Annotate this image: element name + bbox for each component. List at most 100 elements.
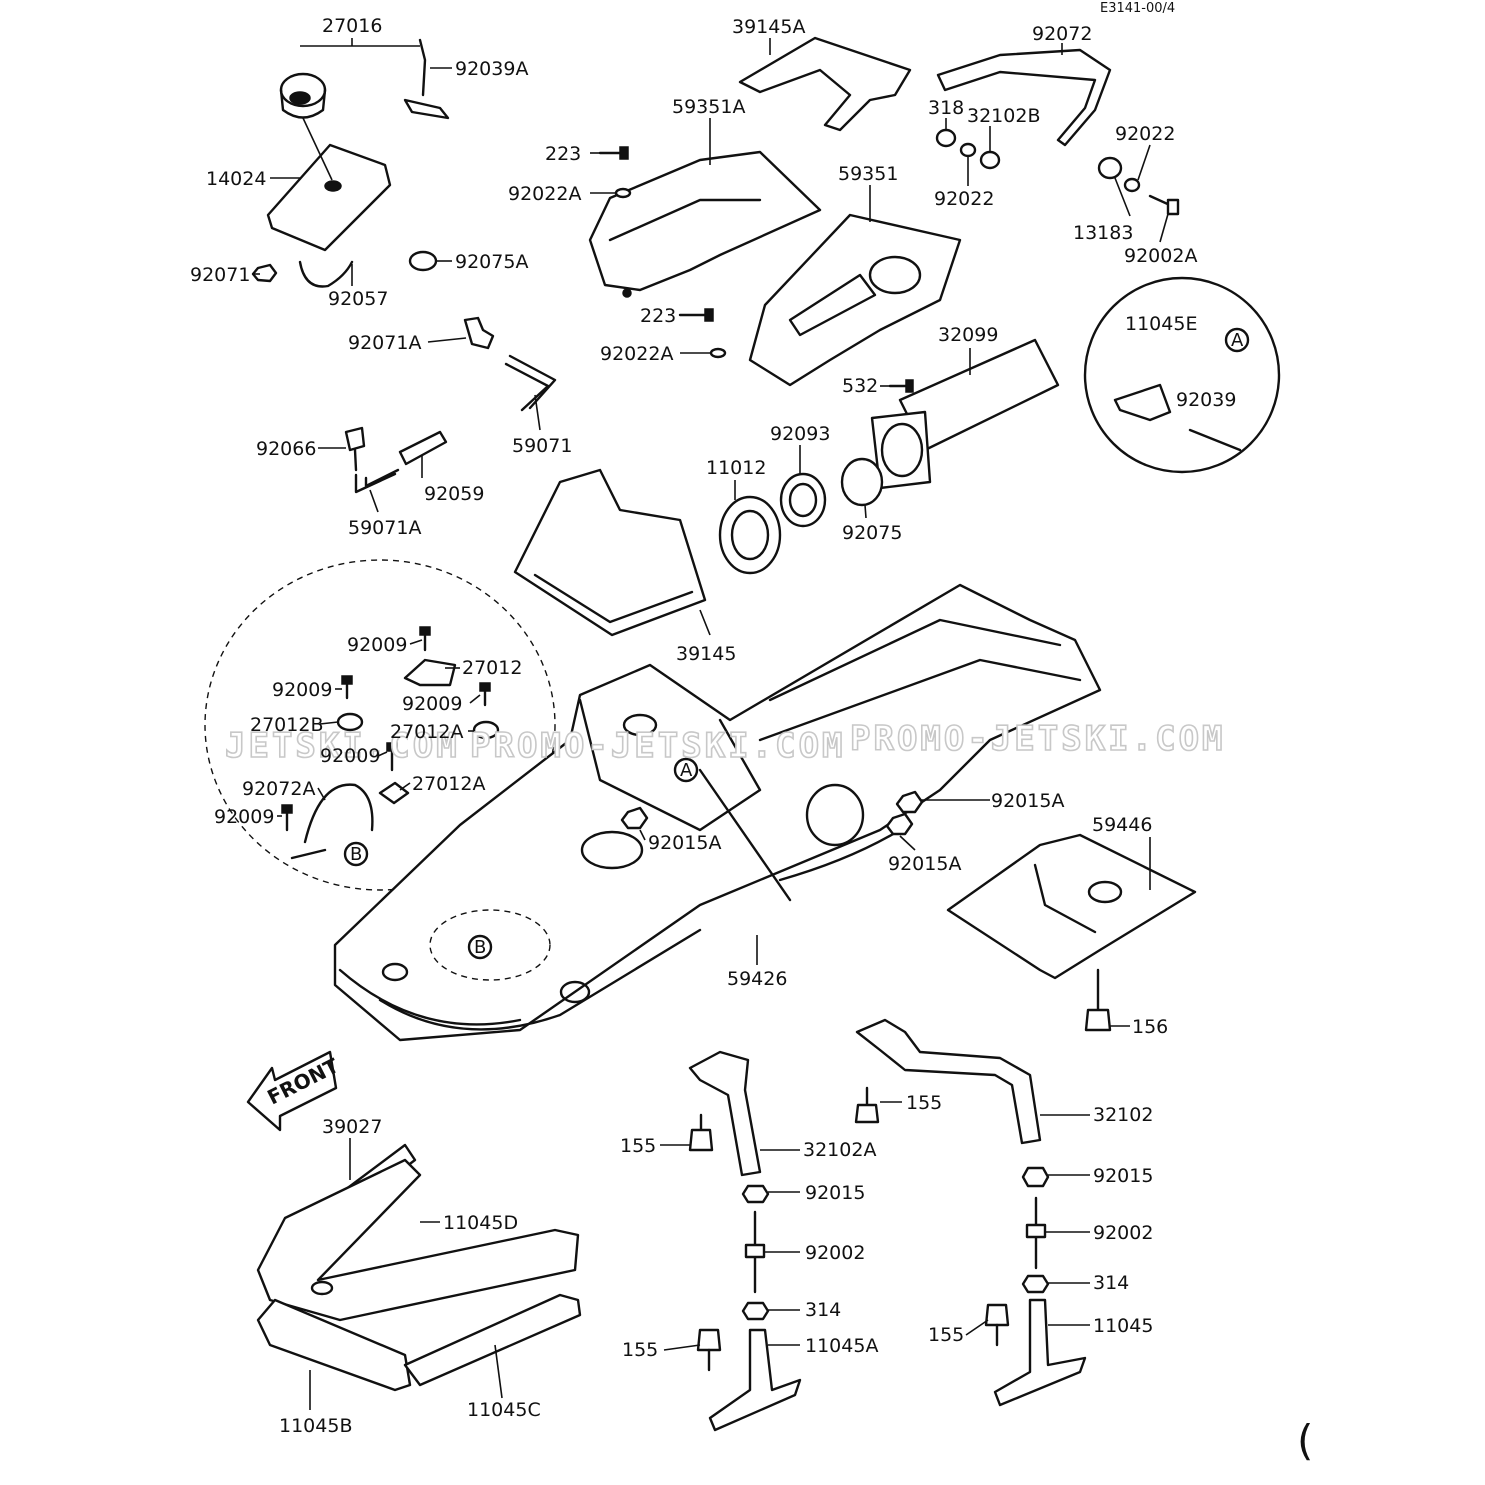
- label-92066: 92066: [256, 438, 316, 460]
- part-223-screw-b: [678, 308, 714, 322]
- label-314-b: 314: [1093, 1272, 1129, 1294]
- label-92039A: 92039A: [455, 58, 528, 80]
- part-92072A-strap: [290, 783, 374, 860]
- label-92015-a: 92015: [805, 1182, 865, 1204]
- part-59446-plate: [946, 833, 1197, 980]
- watermark-jetski: JETSKI.COM: [225, 726, 460, 766]
- label-39145A: 39145A: [732, 16, 805, 38]
- label-59351: 59351: [838, 163, 898, 185]
- label-92009-a: 92009: [347, 634, 407, 656]
- detail-a-circle: [1083, 276, 1281, 474]
- label-39145: 39145: [676, 643, 736, 665]
- label-92093: 92093: [770, 423, 830, 445]
- label-92015A-b: 92015A: [648, 832, 721, 854]
- part-11045-leg: [993, 1298, 1087, 1407]
- part-11012-grille: [718, 495, 782, 575]
- part-92093-ring: [779, 472, 827, 528]
- label-92002A: 92002A: [1124, 245, 1197, 267]
- label-39027: 39027: [322, 1116, 382, 1138]
- label-11045C: 11045C: [467, 1399, 541, 1421]
- part-32102-bar: [855, 1018, 1042, 1145]
- label-155-b: 155: [620, 1135, 656, 1157]
- label-92022-b: 92022: [934, 188, 994, 210]
- part-532-screw: [888, 379, 914, 393]
- part-92022-washer-a: [959, 142, 977, 158]
- label-59446: 59446: [1092, 814, 1152, 836]
- watermark-promo-2: PROMO-JETSKI.COM: [850, 719, 1226, 759]
- label-14024: 14024: [206, 168, 266, 190]
- watermark-promo-1: PROMO-JETSKI.COM: [470, 726, 846, 766]
- label-223-b: 223: [640, 305, 676, 327]
- part-13183-bushing: [1097, 156, 1123, 180]
- part-14024-tank: [266, 117, 392, 252]
- label-92002-a: 92002: [805, 1242, 865, 1264]
- part-223-screw-a: [598, 146, 629, 160]
- detail-b-letter: B: [350, 844, 362, 865]
- part-92059-hose: [398, 430, 448, 466]
- part-92022-washer-b: [1123, 177, 1141, 193]
- detail-b-marker: [343, 841, 369, 867]
- label-155-d: 155: [928, 1324, 964, 1346]
- label-155-a: 155: [906, 1092, 942, 1114]
- part-155-bolt-b: [854, 1086, 880, 1124]
- part-156-bolt: [1084, 968, 1112, 1032]
- part-92039A-clip: [403, 38, 450, 120]
- label-27012A-b: 27012A: [412, 773, 485, 795]
- part-92002A-bolt: [1148, 194, 1180, 216]
- label-92057: 92057: [328, 288, 388, 310]
- part-39145-seat-frame: [513, 468, 707, 637]
- part-318-collar: [935, 128, 957, 148]
- part-155-bolt-a: [688, 1113, 714, 1152]
- part-92022A-washer-a: [614, 187, 632, 199]
- part-11045D-frame: [256, 1158, 580, 1322]
- label-27012A-a: 27012A: [390, 721, 463, 743]
- part-92072-handle: [936, 48, 1112, 147]
- doc-code: E3141-00/4: [1100, 1, 1175, 16]
- label-92075: 92075: [842, 522, 902, 544]
- part-27012-clamp: [403, 658, 457, 687]
- part-92071-nut: [251, 263, 278, 283]
- label-11012: 11012: [706, 457, 766, 479]
- label-92015-b: 92015: [1093, 1165, 1153, 1187]
- part-155-bolt-d: [984, 1303, 1010, 1347]
- part-92075-cap: [840, 457, 884, 507]
- label-32099: 32099: [938, 324, 998, 346]
- part-92075A-plug: [408, 250, 438, 272]
- part-92057-wire: [298, 260, 354, 288]
- part-27012A-pad-b: [378, 781, 410, 805]
- part-11045E-bracket: [1113, 383, 1172, 422]
- label-59071: 59071: [512, 435, 572, 457]
- label-27012: 27012: [462, 657, 522, 679]
- leader-lines: [252, 38, 1169, 1410]
- label-27012B: 27012B: [250, 714, 323, 736]
- part-59351-cover: [748, 213, 962, 387]
- part-92015A-nuts: [620, 790, 924, 836]
- part-92039-pin: [1188, 428, 1242, 452]
- label-92022A-a: 92022A: [508, 183, 581, 205]
- label-11045E: 11045E: [1125, 313, 1197, 335]
- part-11045C-skid: [403, 1293, 582, 1387]
- part-59071-pipe: [504, 354, 557, 412]
- label-11045D: 11045D: [443, 1212, 518, 1234]
- label-92009-d: 92009: [320, 745, 380, 767]
- label-59426: 59426: [727, 968, 787, 990]
- label-32102: 32102: [1093, 1104, 1153, 1126]
- part-11045A-leg: [708, 1328, 802, 1432]
- label-11045A: 11045A: [805, 1335, 878, 1357]
- part-32102B-bolt: [979, 150, 1001, 170]
- label-32102B: 32102B: [967, 105, 1040, 127]
- hull-marker-a: [673, 757, 699, 783]
- hull-letter-b: B: [474, 937, 486, 958]
- part-27016-cap: [279, 72, 327, 119]
- part-92009-screws: [281, 626, 491, 832]
- label-532: 532: [842, 375, 878, 397]
- label-92009-b: 92009: [272, 679, 332, 701]
- part-314-nut-a: [741, 1301, 770, 1321]
- part-39145A-mat: [738, 36, 912, 132]
- part-27012A-pad-a: [472, 720, 500, 740]
- label-92022A-b: 92022A: [600, 343, 673, 365]
- label-92015A-a: 92015A: [991, 790, 1064, 812]
- label-318: 318: [928, 97, 964, 119]
- label-92009-e: 92009: [214, 806, 274, 828]
